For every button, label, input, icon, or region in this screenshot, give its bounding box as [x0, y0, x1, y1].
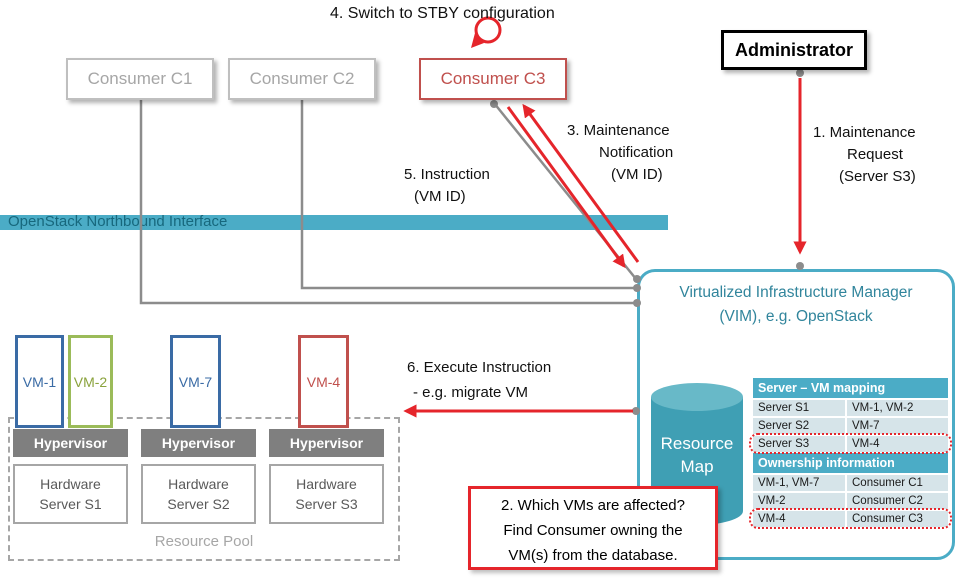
consumer-c1-box: Consumer C1 [66, 58, 214, 100]
resource-map-label-line1: Resource [660, 434, 734, 453]
vm-1-box: VM-1 [15, 335, 64, 428]
hw-line: Hardware [296, 476, 357, 492]
administrator-label: Administrator [734, 39, 853, 60]
vm-2-box: VM-2 [68, 335, 113, 428]
hw-line: Hardware [168, 476, 229, 492]
table-cell: Server S2 [753, 418, 845, 434]
hypervisor-2: Hypervisor [141, 429, 256, 457]
table-cell: VM-1, VM-7 [753, 475, 845, 491]
hw-line: Hardware [40, 476, 101, 492]
consumer-c2-box: Consumer C2 [228, 58, 376, 100]
step2-note-box: 2. Which VMs are affected? Find Consumer… [468, 486, 718, 570]
consumer-c3-box: Consumer C3 [419, 58, 567, 100]
vim-title-line1: Virtualized Infrastructure Manager [679, 284, 913, 301]
hypervisor-label: Hypervisor [33, 435, 108, 451]
table-header: Server – VM mapping [753, 378, 948, 398]
vm-label: VM-4 [306, 373, 341, 390]
vm-label: VM-7 [178, 373, 213, 390]
annotation-line: Find Consumer owning the [503, 522, 683, 539]
resource-map-label-line2: Map [680, 457, 714, 476]
table-row: Server S2 VM-7 [753, 418, 948, 434]
northbound-interface-label: OpenStack Northbound Interface [8, 213, 228, 230]
hypervisor-label: Hypervisor [161, 435, 236, 451]
table-cell: VM-4 [753, 511, 845, 527]
hypervisor-label: Hypervisor [289, 435, 364, 451]
annotation-line: Request [847, 146, 903, 163]
vim-title: Virtualized Infrastructure Manager (VIM)… [640, 281, 952, 329]
vm-label: VM-1 [22, 373, 57, 390]
annotation-line: (VM ID) [414, 188, 466, 205]
highlight-vm4-owner-row [749, 508, 952, 529]
annotation-line: 5. Instruction [404, 166, 490, 183]
table-row: VM-4 Consumer C3 [753, 511, 948, 527]
annotation-line: 6. Execute Instruction [407, 359, 552, 376]
hw-line: Server S1 [39, 496, 102, 512]
step4-switch-stby-label: 4. Switch to STBY configuration [330, 3, 555, 25]
step5-instruction-label: 5. Instruction (VM ID) [404, 164, 490, 208]
table-cell: VM-2 [753, 493, 845, 509]
annotation-line: (VM ID) [611, 166, 663, 183]
annotation-line: VM(s) from the database. [508, 547, 678, 564]
consumer-c3-label: Consumer C3 [440, 69, 546, 88]
consumer-c2-label: Consumer C2 [249, 69, 355, 88]
hw-line: Server S3 [295, 496, 358, 512]
highlight-server-s3-row [749, 433, 952, 454]
table-cell: VM-1, VM-2 [847, 400, 948, 416]
table-cell: Consumer C2 [847, 493, 948, 509]
annotation-line: 3. Maintenance [567, 122, 670, 139]
hypervisor-1: Hypervisor [13, 429, 128, 457]
table-row: Server S3 VM-4 [753, 436, 948, 452]
connector-dot [490, 100, 498, 108]
hardware-server-s1: Hardware Server S1 [13, 464, 128, 524]
step3-maintenance-notification-label: 3. Maintenance Notification (VM ID) [567, 120, 673, 186]
resource-map-label: Resource Map [648, 432, 746, 478]
vm-4-box: VM-4 [298, 335, 349, 428]
step1-maintenance-request-label: 1. Maintenance Request (Server S3) [813, 122, 916, 188]
table-row: VM-2 Consumer C2 [753, 493, 948, 509]
hw-line: Server S2 [167, 496, 230, 512]
table-cell: Server S3 [753, 436, 845, 452]
administrator-box: Administrator [721, 30, 867, 70]
table-row: VM-1, VM-7 Consumer C1 [753, 475, 948, 491]
consumer-c1-label: Consumer C1 [87, 69, 193, 88]
annotation-line: 2. Which VMs are affected? [501, 497, 685, 514]
vm-label: VM-2 [73, 373, 108, 390]
table-row: Server S1 VM-1, VM-2 [753, 400, 948, 416]
table-cell: Server S1 [753, 400, 845, 416]
connector-consumer-c1-vim [139, 100, 636, 305]
hypervisor-3: Hypervisor [269, 429, 384, 457]
step6-execute-instruction-label: 6. Execute Instruction - e.g. migrate VM [407, 355, 551, 405]
table-header: Ownership information [753, 453, 948, 473]
annotation-line: 4. Switch to STBY configuration [330, 5, 555, 22]
connector-dot [796, 69, 804, 77]
server-vm-mapping-table: Server – VM mapping Server S1 VM-1, VM-2… [753, 378, 948, 452]
vim-title-line2: (VIM), e.g. OpenStack [719, 308, 873, 325]
resource-pool-label: Resource Pool [154, 533, 254, 550]
cylinder-top [651, 383, 743, 411]
vm-7-box: VM-7 [170, 335, 221, 428]
hardware-server-s2: Hardware Server S2 [141, 464, 256, 524]
ownership-information-table: Ownership information VM-1, VM-7 Consume… [753, 453, 948, 527]
annotation-line: 1. Maintenance [813, 124, 916, 141]
loop-arrowhead [471, 33, 484, 48]
annotation-line: - e.g. migrate VM [413, 384, 529, 401]
table-cell: Consumer C1 [847, 475, 948, 491]
annotation-line: (Server S3) [839, 168, 916, 185]
annotation-line: Notification [599, 144, 674, 161]
table-cell: Consumer C3 [847, 511, 948, 527]
table-cell: VM-7 [847, 418, 948, 434]
table-cell: VM-4 [847, 436, 948, 452]
hardware-server-s3: Hardware Server S3 [269, 464, 384, 524]
